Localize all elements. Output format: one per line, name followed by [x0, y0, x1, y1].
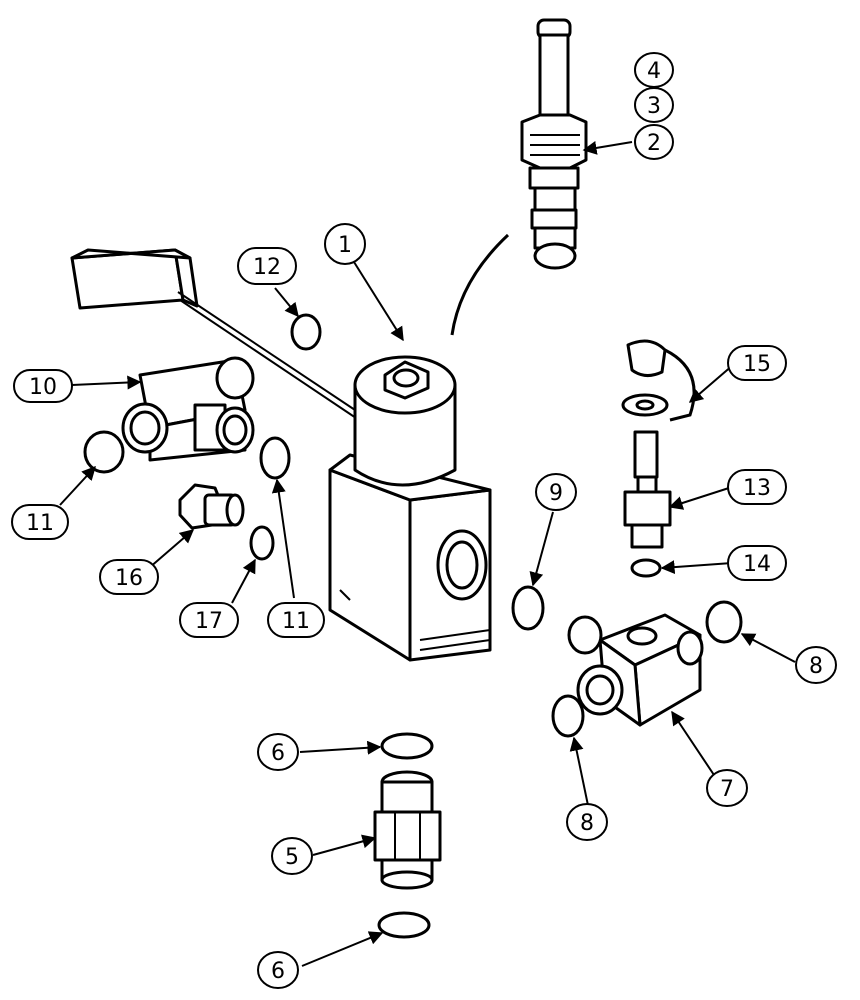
- cross-fitting-part: [567, 613, 704, 727]
- callout-2: 2: [634, 124, 674, 160]
- callout-3-label: 3: [647, 94, 661, 119]
- assembly-path-line: [450, 233, 510, 336]
- seal-8-right: [705, 600, 743, 644]
- callout-3: 3: [634, 87, 674, 123]
- seal-6-bottom: [377, 911, 431, 939]
- callout-6b-label: 6: [271, 959, 285, 984]
- connector-plug: [70, 248, 199, 310]
- callout-15: 15: [727, 345, 787, 381]
- callout-8a-label: 8: [809, 654, 823, 679]
- callout-15-label: 15: [743, 352, 771, 377]
- seal-6-top: [380, 732, 434, 760]
- callout-11b-label: 11: [282, 609, 310, 634]
- plug-part: [178, 483, 245, 530]
- callout-17-label: 17: [195, 609, 223, 634]
- seal-8-left: [551, 694, 585, 738]
- tee-fitting-part: [121, 356, 255, 462]
- seal-9: [511, 585, 545, 631]
- callout-8a: 8: [795, 646, 837, 684]
- callout-13: 13: [727, 469, 787, 505]
- callout-5: 5: [271, 837, 313, 875]
- callout-7: 7: [706, 769, 748, 807]
- callout-9: 9: [535, 473, 577, 511]
- callout-4: 4: [634, 52, 674, 88]
- callout-9-label: 9: [549, 481, 563, 506]
- seals: [83, 313, 743, 939]
- seal-11-right: [259, 436, 291, 480]
- test-coupler-part: [621, 339, 696, 549]
- seal-11-left: [83, 430, 125, 474]
- callout-1: 1: [324, 223, 366, 265]
- callout-11a-label: 11: [26, 511, 54, 536]
- callout-13-label: 13: [743, 476, 771, 501]
- callout-1-label: 1: [338, 233, 352, 258]
- callout-10: 10: [13, 369, 73, 403]
- callout-14-label: 14: [743, 552, 771, 577]
- callout-5-label: 5: [285, 845, 299, 870]
- callout-6a-label: 6: [271, 741, 285, 766]
- callout-10-label: 10: [29, 375, 57, 400]
- callout-16: 16: [99, 559, 159, 595]
- callout-16-label: 16: [115, 566, 143, 591]
- callout-8b-label: 8: [580, 811, 594, 836]
- seal-12: [290, 313, 322, 351]
- callout-11b: 11: [267, 602, 325, 638]
- callout-12: 12: [237, 247, 297, 285]
- callout-6a: 6: [257, 733, 299, 771]
- solenoid-coil: [353, 355, 457, 487]
- cartridge-valve-part: [520, 18, 588, 270]
- callout-2-label: 2: [647, 131, 661, 156]
- seal-14: [630, 558, 662, 578]
- adapter-fitting-part: [373, 770, 442, 890]
- callout-12-label: 12: [253, 255, 281, 280]
- callout-8b: 8: [566, 803, 608, 841]
- seal-17: [249, 525, 275, 561]
- leader-lines: [59, 141, 796, 967]
- callout-6b: 6: [257, 951, 299, 989]
- callout-4-label: 4: [647, 59, 661, 84]
- callout-17: 17: [179, 602, 239, 638]
- callout-14: 14: [727, 545, 787, 581]
- callout-7-label: 7: [720, 777, 734, 802]
- valve-body-part: [70, 248, 492, 662]
- callout-11a: 11: [11, 504, 69, 540]
